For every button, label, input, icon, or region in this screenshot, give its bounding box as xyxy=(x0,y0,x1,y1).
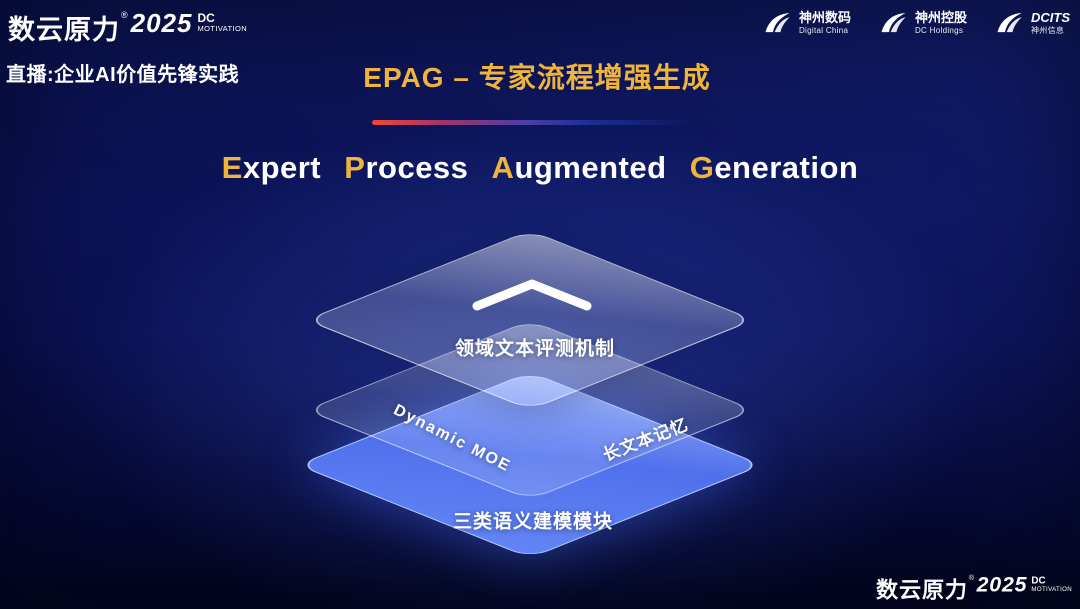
title-word-augmented: Augmented xyxy=(492,150,667,186)
logo-dcits: DCITS 神州信息 xyxy=(995,10,1070,36)
swoosh-icon xyxy=(881,13,906,33)
brand-year: 2025 xyxy=(130,8,193,38)
brand-motivation: MOTIVATION xyxy=(197,23,248,33)
logo-sub: DC Holdings xyxy=(914,26,964,35)
logo-name: 神州数码 xyxy=(798,10,851,26)
title-rest: ugmented xyxy=(514,150,667,185)
logo-text: 神州数码 Digital China xyxy=(799,10,851,35)
title-rest: rocess xyxy=(365,150,469,185)
live-text: 直播:企业AI价值先锋实践 xyxy=(6,64,240,86)
brand-name: 数云原力 xyxy=(8,15,120,45)
live-label: 直播:企业AI价值先锋实践 xyxy=(6,58,239,87)
brand-dc: DC xyxy=(1031,574,1046,586)
chevron-up-icon xyxy=(472,279,592,311)
registered-mark: ® xyxy=(121,10,128,20)
layer-top-label: 领域文本评测机制 xyxy=(454,338,616,360)
logo-name: DCITS xyxy=(1031,10,1070,26)
partner-logos: 神州数码 Digital China 神州控股 DC Holdings DCIT… xyxy=(763,10,1070,36)
logo-sub: 神州信息 xyxy=(1031,26,1065,35)
title-word-expert: Expert xyxy=(222,150,322,186)
title-word-process: Process xyxy=(344,150,468,186)
english-title: Expert Process Augmented Generation xyxy=(0,150,1080,186)
logo-dc-holdings: 神州控股 DC Holdings xyxy=(879,10,967,36)
footer-brand-logo: 数云原力®2025 DC MOTIVATION xyxy=(876,572,1072,604)
title-initial: P xyxy=(344,150,366,185)
logo-text: 神州控股 DC Holdings xyxy=(915,10,967,35)
logo-digital-china: 神州数码 Digital China xyxy=(763,10,851,36)
title-initial: E xyxy=(221,150,243,185)
logo-sub: Digital China xyxy=(798,26,849,35)
logo-name: 神州控股 xyxy=(914,10,967,26)
registered-mark: ® xyxy=(968,573,975,582)
title-initial: A xyxy=(491,150,515,185)
title-rest: xpert xyxy=(242,150,322,185)
brand-motivation: MOTIVATION xyxy=(1031,584,1072,593)
title-initial: G xyxy=(689,150,715,185)
swoosh-icon xyxy=(997,13,1022,33)
title-rest: eneration xyxy=(714,150,859,185)
logo-text: DCITS 神州信息 xyxy=(1031,10,1070,35)
page-title: EPAG – 专家流程增强生成 xyxy=(363,62,711,93)
brand-name: 数云原力 xyxy=(875,577,968,603)
brand-suffix: DC MOTIVATION xyxy=(197,12,247,32)
brand-logo: 数云原力®2025 DC MOTIVATION xyxy=(8,8,247,47)
gradient-divider xyxy=(372,120,690,125)
brand-dc: DC xyxy=(197,11,215,25)
title-word-generation: Generation xyxy=(690,150,859,186)
brand-year: 2025 xyxy=(976,572,1028,597)
layer-bottom-label: 三类语义建模模块 xyxy=(452,511,614,533)
swoosh-icon xyxy=(765,13,790,33)
brand-suffix: DC MOTIVATION xyxy=(1031,575,1072,592)
